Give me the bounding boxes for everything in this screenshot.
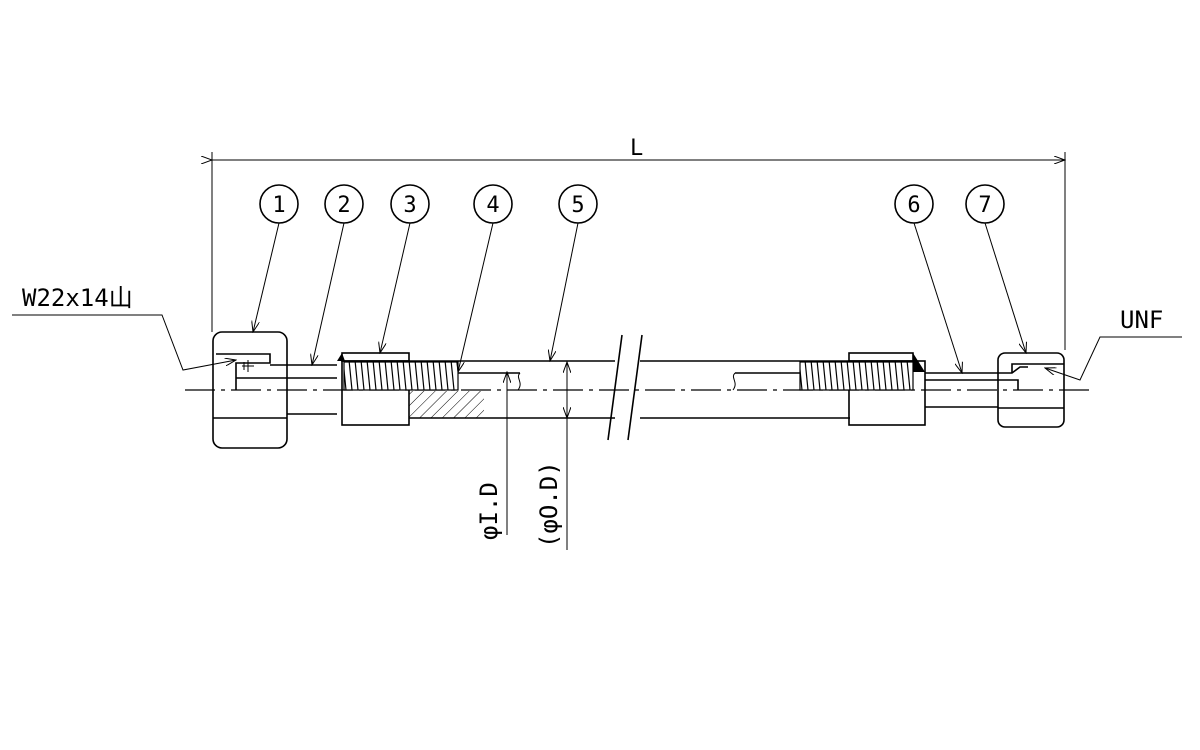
left-nut <box>212 331 288 449</box>
svg-text:W22x14山: W22x14山 <box>22 284 133 312</box>
svg-text:UNF: UNF <box>1120 306 1163 334</box>
svg-text:6: 6 <box>907 193 920 218</box>
balloon-3: 3 <box>380 184 430 353</box>
balloon-7: 7 <box>965 184 1026 353</box>
balloon-4: 4 <box>458 184 513 372</box>
right-nut <box>997 352 1065 428</box>
balloon-2: 2 <box>312 184 364 365</box>
balloon-6: 6 <box>894 184 962 373</box>
length-label: L <box>630 136 643 161</box>
svg-text:(φO.D): (φO.D) <box>535 461 563 548</box>
balloon-5: 5 <box>550 184 598 361</box>
outer-diameter-dimension: (φO.D) <box>535 362 567 550</box>
left-sleeve <box>337 352 459 426</box>
svg-text:7: 7 <box>978 193 991 218</box>
left-thread-callout: W22x14山 <box>12 284 236 371</box>
overall-length-dimension: L <box>212 136 1065 350</box>
svg-text:4: 4 <box>486 193 499 218</box>
svg-text:φI.D: φI.D <box>475 482 503 540</box>
right-thread-callout: UNF <box>1045 306 1182 381</box>
svg-text:2: 2 <box>337 193 350 218</box>
right-stem <box>925 366 1028 408</box>
svg-text:3: 3 <box>403 193 416 218</box>
svg-text:1: 1 <box>272 193 285 218</box>
left-stem <box>236 364 337 415</box>
svg-text:5: 5 <box>571 193 584 218</box>
hose <box>409 334 850 441</box>
right-sleeve <box>799 352 926 426</box>
balloon-1: 1 <box>253 184 299 332</box>
inner-diameter-dimension: φI.D <box>475 372 507 540</box>
